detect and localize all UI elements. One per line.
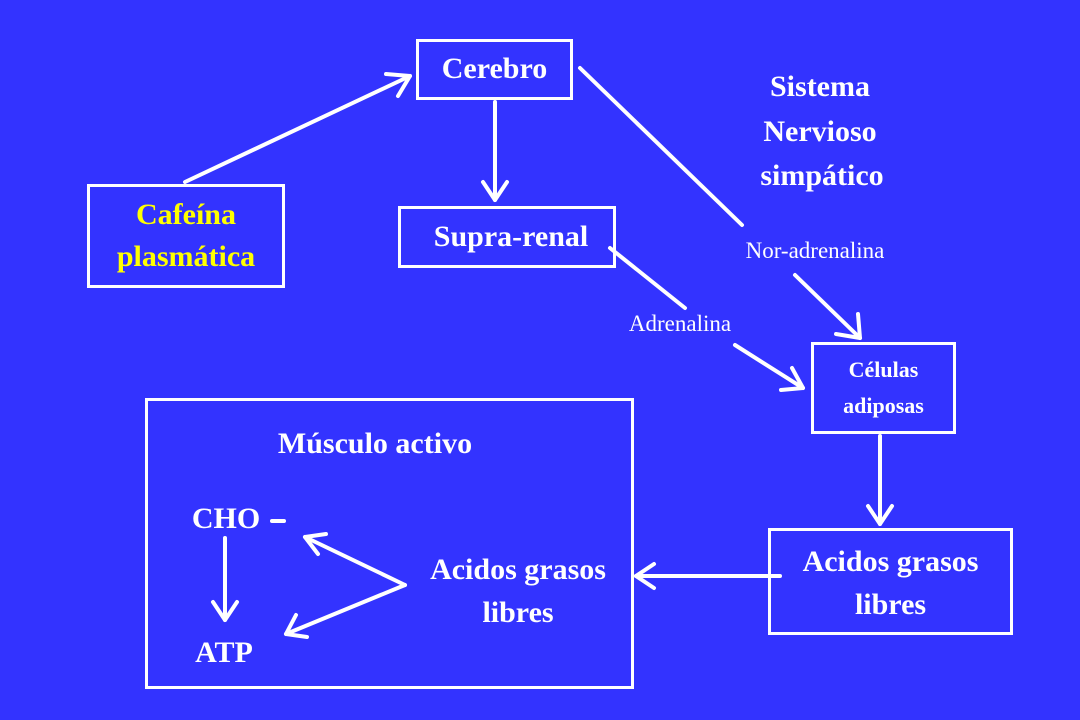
cafeina-box [87,184,285,288]
celulas-label-line1: Células [848,357,919,382]
arrowhead-musculo [634,562,656,590]
suprarenal-box [398,206,616,268]
adrenalina-label: Adrenalina [628,311,732,336]
arrowhead-cho [303,532,328,556]
atp-label: ATP [195,636,253,669]
arrowhead-atp-down [211,600,239,622]
musculo-box [145,398,634,689]
arrowhead-atp [284,613,309,639]
arrow-cafeina-to-cerebro [183,74,412,184]
sistema-label-line2: Nervioso [763,115,877,148]
suprarenal-label: Supra-renal [433,220,589,253]
acidos-right-label-line1: Acidos grasos [802,545,979,578]
nor-adrenalina-label: Nor-adrenalina [745,238,885,263]
cerebro-box [416,39,573,100]
acidos-right-box [768,528,1013,635]
celulas-box [811,342,956,434]
acidos-inner-label-line2: libres [482,596,554,629]
cerebro-label: Cerebro [441,52,548,85]
arrow-acidos-to-cho [303,535,407,587]
arrow-acidos-to-atp [284,583,407,636]
cho-label: CHO [191,502,261,535]
arrow-cerebro-to-norlabel [578,66,744,227]
arrowhead-celulas-top [834,312,862,340]
arrowhead-suprarenal [481,180,509,202]
celulas-label-line2: adiposas [843,393,924,418]
musculo-title: Músculo activo [277,427,473,460]
arrowhead-cerebro [384,72,412,98]
sistema-label-line1: Sistema [770,70,870,103]
arrow-norlabel-to-celulas [793,273,862,340]
acidos-right-label-line2: libres [854,588,927,621]
arrowhead-acidos [866,504,894,526]
sistema-label-line3: simpático [760,159,884,192]
cafeina-label-line1: Cafeína [136,198,236,231]
acidos-inner-label-line1: Acidos grasos [430,553,606,586]
cafeina-label-line2: plasmática [116,240,256,273]
arrowhead-celulas-left [779,366,805,392]
arrow-adrenlabel-to-celulas [733,343,805,390]
arrow-suprarenal-to-adrenlabel [608,246,687,310]
